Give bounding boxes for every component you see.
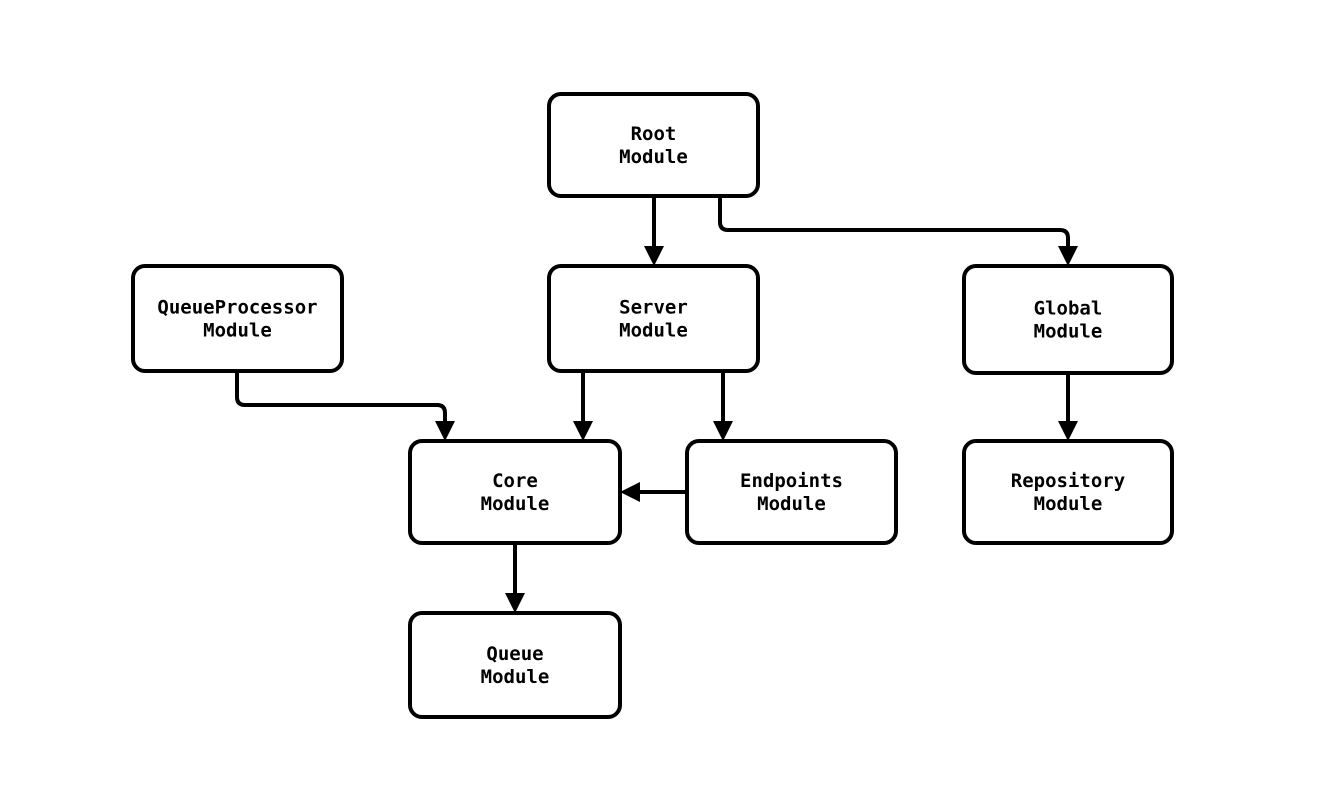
node-label-line2: Module [203, 319, 272, 341]
node-label-line1: Server [619, 296, 688, 318]
node-label-line2: Module [1034, 320, 1103, 342]
node-box[interactable] [408, 611, 622, 719]
edge-server-to-endpoints [713, 371, 733, 441]
arrowhead-icon [573, 421, 593, 441]
node-box[interactable] [408, 439, 622, 545]
node-label-line1: Repository [1011, 470, 1125, 492]
edges-layer [235, 196, 1078, 613]
node-box[interactable] [547, 92, 760, 198]
node-label-line1: Queue [486, 643, 543, 665]
node-box[interactable] [962, 264, 1174, 375]
edge-line [235, 371, 447, 427]
node-label-line2: Module [481, 493, 550, 515]
edge-global-to-repository [1058, 373, 1078, 441]
node-label-line2: Module [619, 319, 688, 341]
node-label-line2: Module [619, 146, 688, 168]
node-box[interactable] [547, 264, 760, 373]
arrowhead-icon [620, 482, 640, 502]
node-label-line2: Module [481, 666, 550, 688]
node-label-line2: Module [1034, 493, 1103, 515]
node-label-line1: Core [492, 470, 538, 492]
node-box[interactable] [962, 439, 1174, 545]
edge-server-to-core [573, 371, 593, 441]
node-box[interactable] [131, 264, 344, 373]
arrowhead-icon [644, 246, 664, 266]
edge-root-to-server [644, 196, 664, 266]
node-box[interactable] [685, 439, 898, 545]
edge-endpoints-to-core [620, 482, 687, 502]
node-label-line1: Endpoints [740, 470, 843, 492]
node-label-line2: Module [757, 493, 826, 515]
edge-root-to-global [718, 196, 1078, 266]
arrowhead-icon [1058, 246, 1078, 266]
edge-line [718, 196, 1070, 252]
node-label-line1: Root [631, 123, 677, 145]
arrowhead-icon [713, 421, 733, 441]
arrowhead-icon [505, 593, 525, 613]
edge-queueprocessor-to-core [235, 371, 455, 441]
arrowhead-icon [1058, 421, 1078, 441]
arrowhead-icon [435, 421, 455, 441]
edge-core-to-queue [505, 543, 525, 613]
node-label-line1: QueueProcessor [157, 296, 317, 318]
node-label-line1: Global [1034, 297, 1103, 319]
